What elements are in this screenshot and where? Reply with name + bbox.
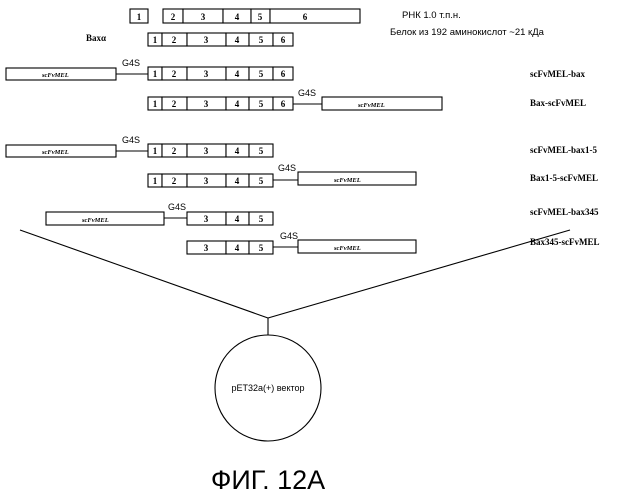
- construct-row: scFvMEL G4S 1 2 3 4 5 scFvMEL-bax1-5: [6, 135, 597, 157]
- svg-text:2: 2: [172, 99, 177, 109]
- svg-text:3: 3: [204, 214, 209, 224]
- svg-text:2: 2: [172, 35, 177, 45]
- construct-row: 1 2 3 4 5 G4S scFvMEL Bax1-5-scFvMEL: [148, 163, 598, 187]
- linker-label: G4S: [122, 58, 140, 68]
- svg-text:5: 5: [258, 12, 263, 22]
- svg-text:4: 4: [235, 176, 240, 186]
- svg-text:4: 4: [235, 99, 240, 109]
- svg-text:5: 5: [259, 214, 264, 224]
- svg-text:4: 4: [235, 12, 240, 22]
- svg-text:4: 4: [235, 146, 240, 156]
- linker-label: G4S: [278, 163, 296, 173]
- construct-name: scFvMEL-bax345: [530, 207, 599, 217]
- svg-text:2: 2: [172, 146, 177, 156]
- svg-text:1: 1: [153, 176, 158, 186]
- svg-text:2: 2: [171, 12, 176, 22]
- svg-text:scFvMEL: scFvMEL: [41, 149, 69, 156]
- figure-caption: ФИГ. 12А: [211, 465, 325, 495]
- exon-6: [270, 9, 360, 23]
- construct-row: 1 2 3 4 5 6 G4S scFvMEL Bax-scFvMEL: [148, 88, 586, 110]
- svg-text:scFvMEL: scFvMEL: [357, 102, 385, 109]
- svg-text:scFvMEL: scFvMEL: [333, 177, 361, 184]
- protein-note: Белок из 192 аминокислот ~21 кДа: [390, 27, 545, 38]
- svg-text:5: 5: [259, 243, 264, 253]
- linker-label: G4S: [298, 88, 316, 98]
- svg-text:5: 5: [259, 176, 264, 186]
- construct-name: Bax1-5-scFvMEL: [530, 173, 598, 183]
- svg-text:3: 3: [201, 12, 206, 22]
- bax-gene-mrna: 1 2 3 4 5 6: [130, 9, 360, 23]
- svg-text:1: 1: [153, 69, 158, 79]
- svg-text:3: 3: [204, 35, 209, 45]
- svg-text:scFvMEL: scFvMEL: [81, 217, 109, 224]
- svg-text:2: 2: [172, 176, 177, 186]
- svg-text:1: 1: [153, 35, 158, 45]
- construct-row: scFvMEL G4S 3 4 5 scFvMEL-bax345: [46, 202, 599, 225]
- linker-label: G4S: [168, 202, 186, 212]
- svg-text:1: 1: [153, 146, 158, 156]
- construct-row: 3 4 5 G4S scFvMEL Bax345-scFvMEL: [187, 231, 600, 254]
- svg-text:2: 2: [172, 69, 177, 79]
- svg-text:4: 4: [235, 214, 240, 224]
- svg-text:6: 6: [303, 12, 308, 22]
- linker-label: G4S: [280, 231, 298, 241]
- svg-text:5: 5: [259, 35, 264, 45]
- svg-text:1: 1: [137, 12, 142, 22]
- svg-text:1: 1: [153, 99, 158, 109]
- svg-text:5: 5: [259, 69, 264, 79]
- linker-label: G4S: [122, 135, 140, 145]
- rna-note: РНК 1.0 т.п.н.: [402, 10, 461, 21]
- svg-text:3: 3: [204, 69, 209, 79]
- bax-alpha-label: Baxα: [86, 33, 106, 43]
- svg-text:scFvMEL: scFvMEL: [41, 72, 69, 79]
- svg-text:3: 3: [204, 99, 209, 109]
- svg-text:6: 6: [281, 35, 286, 45]
- construct-name: scFvMEL-bax: [530, 69, 585, 79]
- svg-text:4: 4: [235, 243, 240, 253]
- svg-text:3: 3: [204, 146, 209, 156]
- svg-text:5: 5: [259, 146, 264, 156]
- construct-row: scFvMEL G4S 1 2 3 4 5 6 scFvMEL-bax: [6, 58, 585, 80]
- construct-name: Bax-scFvMEL: [530, 98, 586, 108]
- svg-text:6: 6: [281, 69, 286, 79]
- construct-name: scFvMEL-bax1-5: [530, 145, 597, 155]
- vector-label: pET32a(+) вектор: [231, 383, 304, 393]
- svg-text:3: 3: [204, 176, 209, 186]
- bax-alpha-protein: 1 2 3 4 5 6: [148, 33, 293, 46]
- svg-text:5: 5: [259, 99, 264, 109]
- svg-text:3: 3: [204, 243, 209, 253]
- svg-text:6: 6: [281, 99, 286, 109]
- svg-text:scFvMEL: scFvMEL: [333, 245, 361, 252]
- svg-text:4: 4: [235, 35, 240, 45]
- svg-text:4: 4: [235, 69, 240, 79]
